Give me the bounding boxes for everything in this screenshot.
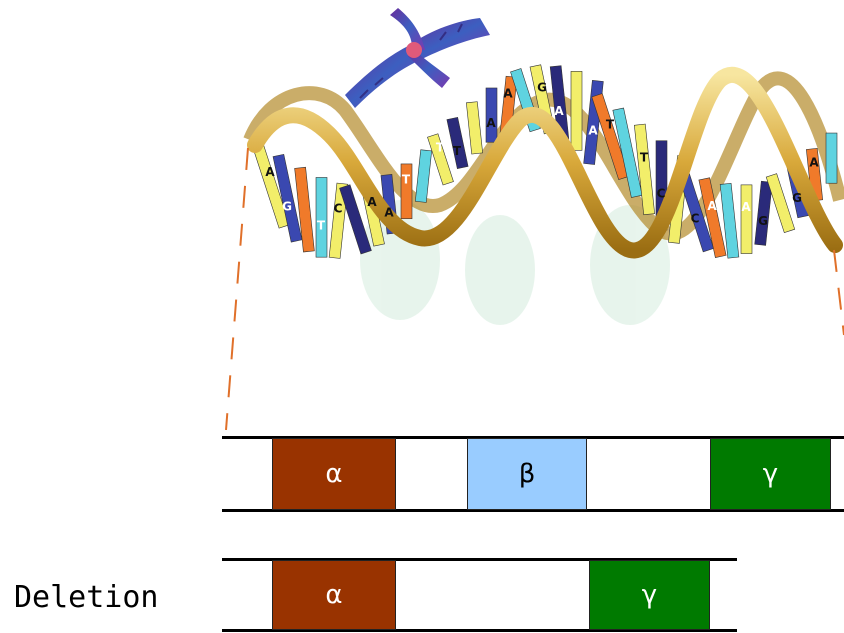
base-pair-rung [719,182,740,259]
base-letter: A [741,200,751,214]
base-letter: T [640,150,649,164]
base-pair-rung [754,180,773,246]
base-pair-rung [400,163,413,220]
base-pair-rung [485,87,498,143]
base-letter: T [317,218,326,232]
base-pair-rung [414,149,433,203]
base-pair-rung [633,123,656,216]
base-letter: C [334,202,343,216]
base-letter: T [606,118,615,132]
base-letter: G [282,199,292,213]
gene-alpha: α [272,438,396,510]
zoom-line-left [225,147,249,430]
base-letter: T [402,172,411,186]
deletion-label: Deletion [14,580,159,615]
base-letter: C [691,211,700,225]
deletion-track-bottom-line [222,629,737,632]
base-letter: T [453,144,462,158]
base-letter: G [792,191,802,205]
base-pair-rung [466,101,483,155]
base-pair-rung [427,133,454,186]
base-pair-rung [740,184,753,254]
base-letter: C [657,186,666,200]
base-pair-rung [612,107,643,198]
base-letter: T [436,141,445,155]
base-pair-rung [294,166,315,253]
base-letter: A [367,195,377,209]
base-pair-rung [570,71,583,151]
base-pair-rung [315,177,328,258]
base-letter: A [384,205,394,219]
base-pair-rung [339,184,372,255]
base-letter: A [486,116,496,130]
deletion-track-top-line [222,558,737,561]
base-pair-rung [591,93,630,181]
base-pair-rung [446,116,469,170]
base-pair-rung [698,177,727,258]
base-letter: A [265,165,275,179]
original-track-top-line [222,436,844,439]
base-letter: A [503,87,513,101]
base-letter: A [588,123,598,137]
base-letter: A [809,156,819,170]
base-letter: G [537,80,547,94]
base-letter: A [554,104,564,118]
original-track-bottom-line [222,509,844,512]
base-pair-rung [272,153,303,243]
gene-gamma: γ [710,438,831,510]
base-pair-rung [328,182,349,259]
gene-beta: β [467,438,587,510]
zoom-line-right [833,249,844,336]
deletion-gene-alpha: α [272,560,396,630]
base-letter: A [707,199,717,213]
deletion-gene-gamma: γ [589,560,710,630]
chromosome-icon [345,8,490,108]
base-letter: G [758,214,768,228]
base-pair-rung [825,132,838,184]
base-pair-rung [765,173,796,234]
